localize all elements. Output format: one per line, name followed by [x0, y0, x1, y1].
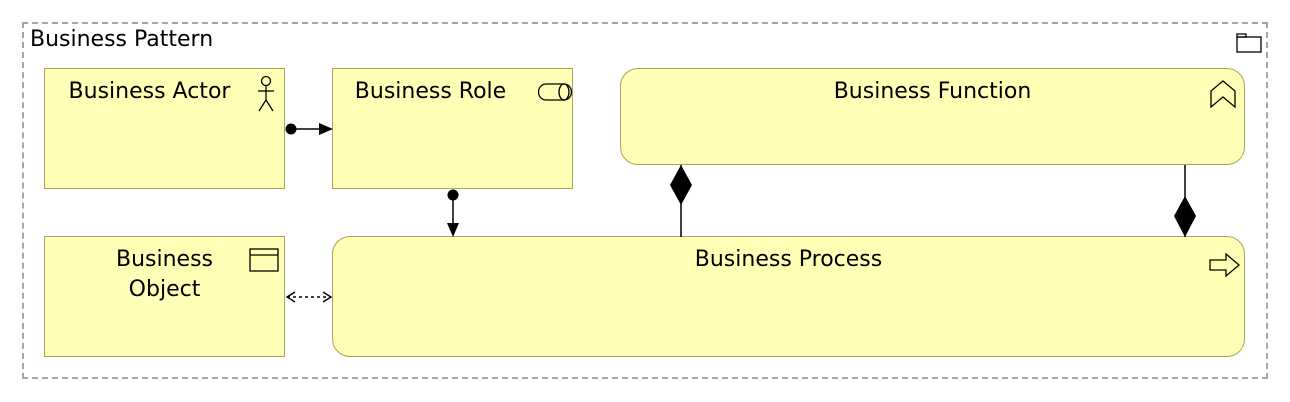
business-process-node[interactable]: Business Process — [332, 236, 1245, 357]
business-object-label-line2: Object — [128, 277, 201, 302]
relation-role-process[interactable] — [447, 189, 459, 238]
business-object-node[interactable]: Business Object — [44, 236, 285, 357]
folder-icon — [1236, 33, 1262, 53]
role-icon — [538, 83, 572, 101]
actor-icon — [258, 75, 274, 112]
relation-actor-role[interactable] — [285, 123, 334, 135]
relation-object-process-access[interactable] — [285, 291, 333, 303]
function-icon — [1210, 80, 1236, 109]
relation-function-process-left[interactable] — [670, 165, 692, 237]
business-object-label-line1: Business — [115, 247, 213, 272]
business-actor-node[interactable]: Business Actor — [44, 68, 285, 189]
business-function-node[interactable]: Business Function — [620, 68, 1245, 165]
group-title: Business Pattern — [30, 27, 214, 52]
business-actor-label: Business Actor — [68, 79, 231, 104]
business-role-label: Business Role — [354, 79, 507, 104]
object-icon — [249, 248, 279, 272]
business-function-label: Business Function — [833, 79, 1032, 104]
relation-function-process-right[interactable] — [1174, 165, 1196, 237]
business-pattern-group[interactable] — [22, 22, 1268, 379]
business-process-label: Business Process — [694, 247, 883, 272]
business-role-node[interactable]: Business Role — [332, 68, 573, 189]
process-icon — [1209, 253, 1241, 277]
